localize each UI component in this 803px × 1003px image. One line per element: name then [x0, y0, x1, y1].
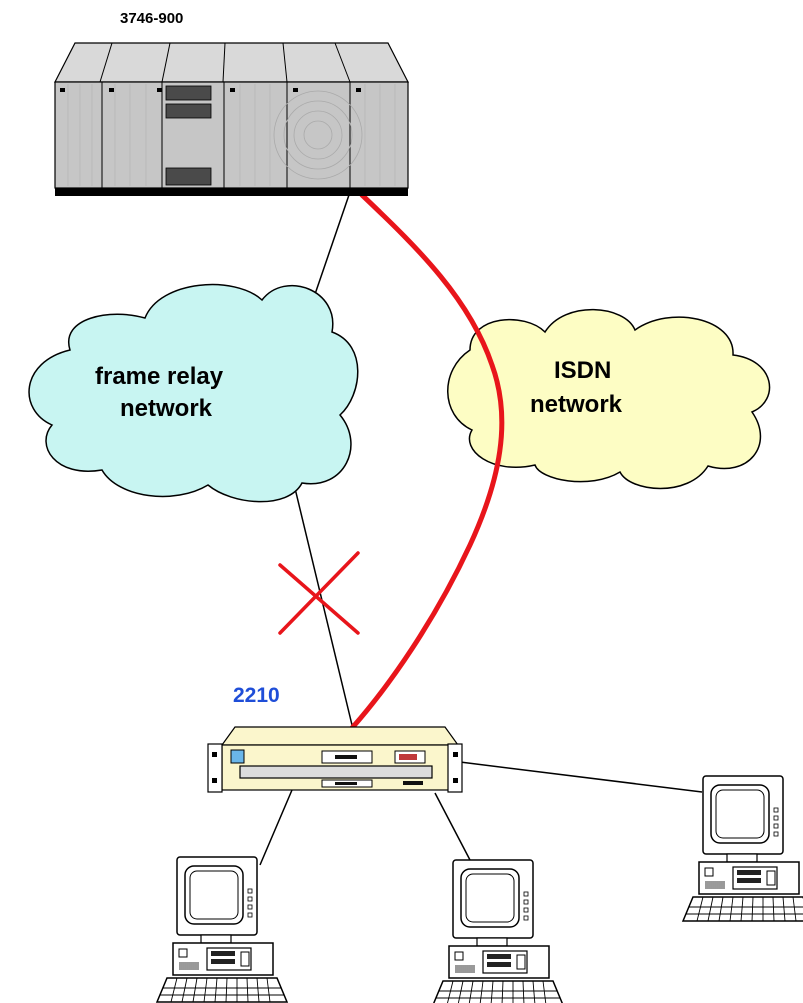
isdn-label-line1: ISDN [554, 357, 611, 384]
lan-link-right [459, 761, 703, 793]
router-label: 2210 [233, 684, 280, 707]
mainframe-cabinet-icon [54, 42, 409, 196]
desktop-pc-icon-right [682, 775, 803, 922]
frame-relay-label-line1: frame relay [95, 363, 224, 390]
frame-relay-cloud [28, 283, 359, 503]
lan-link-middle [434, 792, 471, 861]
desktop-pc-icon-middle [432, 859, 564, 1003]
isdn-label-line2: network [530, 391, 623, 418]
isdn-cloud [447, 308, 771, 490]
frame-relay-label-line2: network [120, 395, 213, 422]
x-mark-icon [278, 551, 360, 635]
router-rack-icon [207, 726, 463, 793]
host-label: 3746-900 [120, 10, 183, 27]
isdn-backup-path [349, 192, 505, 731]
desktop-pc-icon-left [156, 856, 288, 1003]
lan-link-left [259, 789, 293, 866]
